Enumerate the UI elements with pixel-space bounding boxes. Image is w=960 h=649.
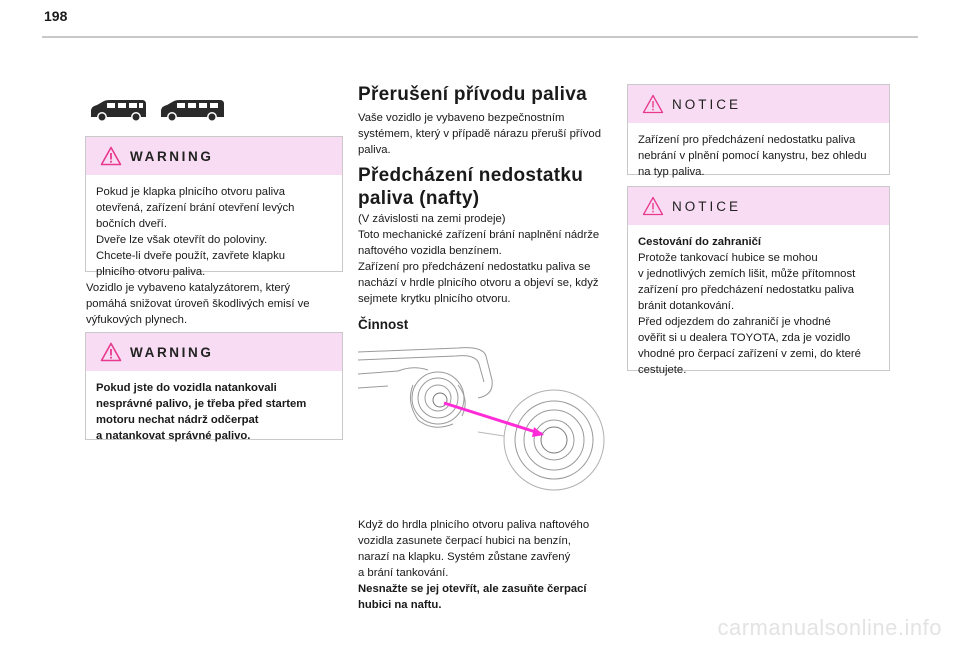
- title-line: paliva (nafty): [358, 188, 480, 209]
- operation-paragraph: Když do hrdla plnicího otvoru paliva naf…: [358, 517, 623, 613]
- paragraph-line: pomáhá snižovat úroveň škodlivých emisí …: [86, 298, 310, 310]
- paragraph-line-bold: Nesnažte se jej otevřít, ale zasuňte čer…: [358, 583, 587, 595]
- paragraph-line: Když do hrdla plnicího otvoru paliva naf…: [358, 519, 590, 531]
- warning-line: a natankovat správné palivo.: [96, 430, 251, 442]
- notice-line: Zařízení pro předcházení nedostatku pali…: [638, 134, 856, 146]
- van-short-icon: [91, 100, 146, 122]
- warning-line: motoru nechat nádrž odčerpat: [96, 414, 259, 426]
- paragraph-line: systémem, který v případě nárazu přeruší…: [358, 128, 601, 140]
- watermark: carmanualsonline.info: [717, 615, 942, 640]
- notice-line: zařízení pro předcházení nedostatku pali…: [638, 284, 855, 296]
- notice-bold-line: Cestování do zahraničí: [638, 236, 762, 248]
- fuel-filler-illustration: [358, 347, 605, 491]
- paragraph-line: (V závislosti na zemi prodeje): [358, 213, 506, 225]
- pointer-line: [443, 401, 543, 436]
- notice-line: v jednotlivých zemích lišit, může přítom…: [638, 268, 856, 280]
- warning-triangle-icon: [100, 342, 122, 362]
- notice-header: NOTICE: [628, 187, 889, 225]
- paragraph-line: narazí na klapku. Systém zůstane zavřený: [358, 551, 571, 563]
- warning-heading: WARNING: [130, 345, 214, 360]
- paragraph-line: Vaše vozidlo je vybaveno bezpečnostním: [358, 112, 565, 124]
- page-number: 198: [44, 8, 68, 24]
- paragraph-line-bold: hubici na naftu.: [358, 599, 442, 611]
- paragraph-line: naftového vozidla benzínem.: [358, 245, 502, 257]
- warning-box-wrong-fuel: WARNING Pokud jste do vozidla natankoval…: [85, 332, 343, 442]
- warning-line: nesprávné palivo, je třeba před startem: [96, 398, 307, 410]
- paragraph-line: výfukových plynech.: [86, 314, 188, 326]
- vehicle-variants-icon: [91, 100, 224, 122]
- notice-triangle-icon: [642, 94, 664, 114]
- notice-line: ověřit si u dealera TOYOTA, zda je vozid…: [638, 332, 851, 344]
- notice-line: cestujete.: [638, 364, 687, 376]
- fuel-cutoff-paragraph: Vaše vozidlo je vybaveno bezpečnostním s…: [358, 110, 623, 158]
- paragraph-line: nachází v hrdle plnicího otvoru a objeví…: [358, 277, 599, 289]
- warning-header: WARNING: [86, 137, 342, 175]
- notice-box-travel-abroad: NOTICE Cestování do zahraničí Protože ta…: [627, 186, 890, 376]
- notice-line: vhodné pro čerpací zařízení v zemi, do k…: [638, 348, 861, 360]
- paragraph-line: sejmete krytku plnicího otvoru.: [358, 293, 511, 305]
- paragraph-line: paliva.: [358, 144, 391, 156]
- paragraph-line: a brání tankování.: [358, 567, 449, 579]
- header-divider: [42, 36, 918, 38]
- notice-line: na typ paliva.: [638, 166, 705, 178]
- warning-line: Pokud je klapka plnicího otvoru paliva: [96, 186, 286, 198]
- warning-line: Pokud jste do vozidla natankovali: [96, 382, 277, 394]
- catalyst-paragraph: Vozidlo je vybaveno katalyzátorem, který…: [86, 280, 346, 328]
- misfuel-paragraph: (V závislosti na zemi prodeje) Toto mech…: [358, 211, 623, 307]
- warning-line: bočních dveří.: [96, 218, 167, 230]
- warning-header: WARNING: [86, 333, 342, 371]
- section-title-fuel-cutoff: Přerušení přívodu paliva: [358, 84, 587, 105]
- paragraph-line: Zařízení pro předcházení nedostatku pali…: [358, 261, 591, 273]
- notice-triangle-icon: [642, 196, 664, 216]
- notice-heading: NOTICE: [672, 97, 742, 112]
- paragraph-line: Toto mechanické zařízení brání naplnění …: [358, 229, 600, 241]
- notice-line: nebrání v plnění pomocí kanystru, bez oh…: [638, 150, 867, 162]
- warning-line: Dveře lze však otevřít do poloviny.: [96, 234, 268, 246]
- notice-header: NOTICE: [628, 85, 889, 123]
- warning-line: otevřená, zařízení brání otevření levých: [96, 202, 295, 214]
- notice-line: bránit dotankování.: [638, 300, 735, 312]
- pointer-arrowhead: [532, 427, 544, 437]
- paragraph-line: vozidla zasunete čerpací hubici na benzí…: [358, 535, 571, 547]
- warning-line: plnicího otvoru paliva.: [96, 266, 206, 278]
- paragraph-line: Vozidlo je vybaveno katalyzátorem, který: [86, 282, 291, 294]
- van-long-icon: [161, 100, 224, 122]
- warning-line: Chcete-li dveře použít, zavřete klapku: [96, 250, 286, 262]
- warning-box-fuel-flap: WARNING Pokud je klapka plnicího otvoru …: [85, 136, 343, 278]
- notice-line: Protože tankovací hubice se mohou: [638, 252, 818, 264]
- warning-heading: WARNING: [130, 149, 214, 164]
- notice-box-jerrycan: NOTICE Zařízení pro předcházení nedostat…: [627, 84, 890, 178]
- warning-triangle-icon: [100, 146, 122, 166]
- title-line: Předcházení nedostatku: [358, 165, 584, 186]
- notice-heading: NOTICE: [672, 199, 742, 214]
- notice-line: Před odjezdem do zahraničí je vhodné: [638, 316, 831, 328]
- subsection-title-operation: Činnost: [358, 317, 409, 332]
- section-title-misfuel-prevention: Předcházení nedostatku paliva (nafty): [358, 164, 583, 210]
